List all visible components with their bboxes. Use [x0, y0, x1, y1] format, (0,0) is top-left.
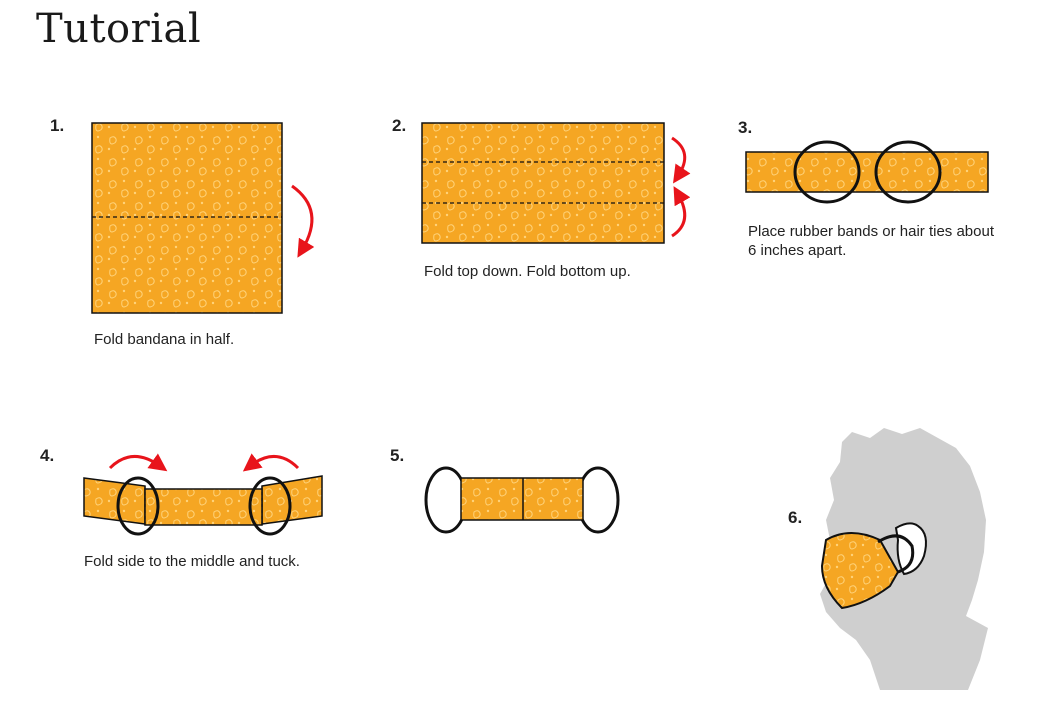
fold-down-arrow-icon — [671, 136, 691, 184]
step-4-caption: Fold side to the middle and tuck. — [84, 553, 300, 570]
step-6-illustration — [820, 428, 988, 690]
step-3-illustration — [745, 140, 989, 204]
fold-left-arrow-icon — [108, 453, 168, 472]
center-strip — [144, 488, 263, 526]
rubber-band-left-icon — [116, 476, 160, 536]
step-5-illustration — [424, 466, 620, 534]
ear-loop-right-icon — [576, 466, 620, 534]
fold-arrow-icon — [291, 184, 315, 258]
fold-up-arrow-icon — [671, 186, 691, 238]
rubber-band-left-icon — [793, 140, 861, 204]
step-1-number: 1. — [50, 116, 65, 135]
step-6-number: 6. — [788, 508, 803, 527]
rubber-band-right-icon — [874, 140, 942, 204]
fabric-strip — [745, 151, 989, 193]
step-4-illustration — [83, 453, 323, 536]
ear-loop-icon — [877, 534, 915, 574]
ear-loop-left-icon — [424, 466, 468, 534]
left-flap — [83, 477, 146, 525]
page-title: Tutorial — [36, 6, 202, 52]
step-1-illustration — [91, 122, 315, 314]
step-3-number: 3. — [738, 118, 753, 137]
step-1-caption: Fold bandana in half. — [94, 331, 235, 348]
step-2-number: 2. — [392, 116, 407, 135]
step-3-caption: Place rubber bands or hair ties about 6 … — [748, 223, 994, 259]
step-2-illustration — [421, 122, 691, 244]
folded-bandana — [421, 122, 665, 244]
right-flap — [261, 475, 323, 525]
step-5-number: 5. — [390, 446, 405, 465]
step-2-caption: Fold top down. Fold bottom up. — [424, 263, 631, 280]
step-4-number: 4. — [40, 446, 55, 465]
bandana-square — [91, 122, 283, 314]
finished-mask — [460, 477, 584, 521]
rubber-band-right-icon — [248, 476, 292, 536]
fold-right-arrow-icon — [242, 453, 300, 472]
worn-mask — [820, 532, 900, 610]
